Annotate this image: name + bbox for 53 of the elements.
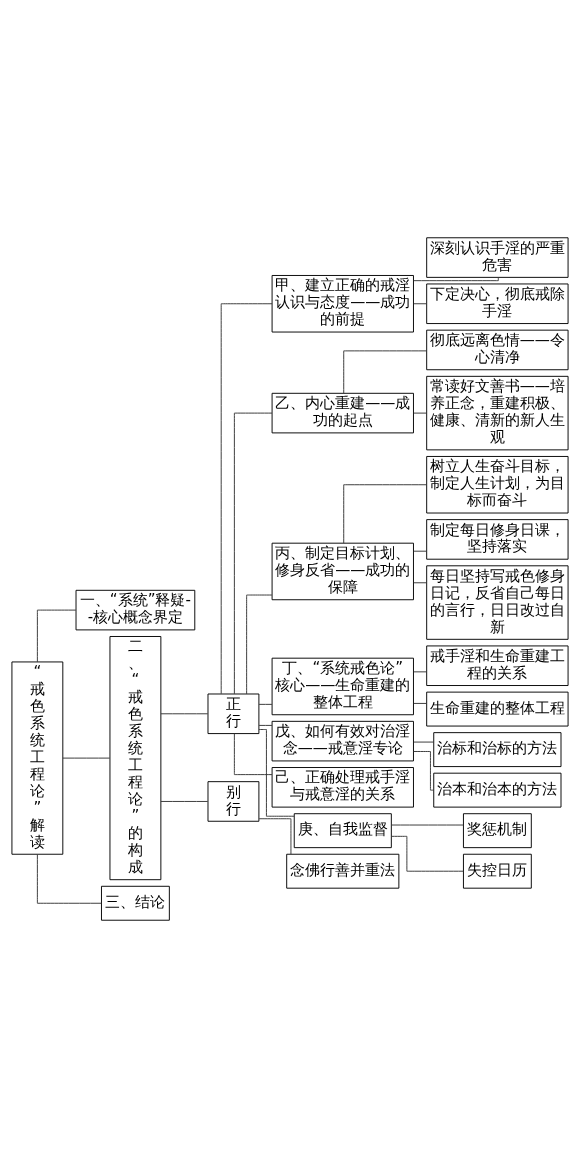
connector — [62, 757, 111, 759]
node-box: 正行 — [207, 693, 260, 734]
connector — [413, 412, 428, 414]
node-box: 树立人生奋斗目标，制定人生计划，为目标而奋斗 — [426, 455, 569, 513]
connector — [413, 276, 499, 281]
connector — [36, 609, 77, 662]
connector — [413, 670, 428, 672]
node-box: 庚、自我监督 — [293, 812, 392, 848]
connector — [413, 702, 428, 704]
node-box: 戊、如何有效对治淫念——戒意淫专论 — [271, 720, 414, 761]
connector — [233, 412, 273, 694]
connector — [343, 349, 427, 394]
connector — [343, 483, 427, 544]
node-box: 治标和治标的方法 — [433, 731, 562, 767]
node-box: 别行 — [207, 780, 260, 822]
connector — [413, 581, 428, 583]
connector — [413, 750, 435, 791]
connector — [258, 728, 295, 817]
node-box: 下定决心，彻底戒除手淫 — [426, 283, 569, 324]
connector — [160, 800, 209, 802]
node-box: 二、“戒色系统工程论”的构成 — [109, 635, 162, 880]
connector — [246, 594, 273, 694]
connector — [413, 741, 435, 743]
node-box: “戒色系统工程论”解读 — [11, 661, 64, 855]
connector — [390, 835, 464, 872]
node-box: 丙、制定目标计划、修身反省——成功的保障 — [271, 542, 414, 600]
node-box: 乙、内心重建——成功的起点 — [271, 392, 414, 433]
node-box: 三、结论 — [101, 885, 170, 921]
connector — [258, 724, 273, 726]
node-box: 失控日历 — [462, 853, 532, 889]
node-box: 每日坚持写戒色修身日记，反省自己每日的言行，日日改过自新 — [426, 564, 569, 640]
node-box: 常读好文善书——培养正念，重建积极、健康、清新的新人生观 — [426, 375, 569, 450]
connector — [391, 824, 464, 825]
node-box: 己、正确处理戒手淫与戒意淫的关系 — [271, 766, 414, 808]
node-box: 奖惩机制 — [462, 812, 532, 848]
connector — [233, 732, 273, 775]
connector — [160, 712, 209, 714]
node-box: 制定每日修身日课，坚持落实 — [426, 518, 569, 560]
connector — [220, 302, 273, 694]
node-box: 戒手淫和生命重建工程的关系 — [426, 644, 569, 686]
node-box: 丁、“系统戒色论”核心——生命重建的整体工程 — [271, 657, 414, 715]
connector — [258, 817, 292, 854]
node-box: 生命重建的整体工程 — [426, 691, 569, 726]
node-box: 一、“系统”释疑--核心概念界定 — [75, 589, 196, 630]
connector — [258, 703, 273, 705]
node-box: 深刻认识手淫的严重危害 — [426, 236, 569, 278]
node-box: 念佛行善并重法 — [286, 853, 400, 889]
connector — [36, 853, 102, 904]
connector — [413, 550, 428, 552]
node-box: 甲、建立正确的戒淫认识与态度——成功的前提 — [271, 274, 414, 332]
node-box: 彻底远离色情——令心清净 — [426, 329, 569, 370]
connector — [413, 302, 428, 304]
node-box: 治本和治本的方法 — [433, 772, 562, 808]
